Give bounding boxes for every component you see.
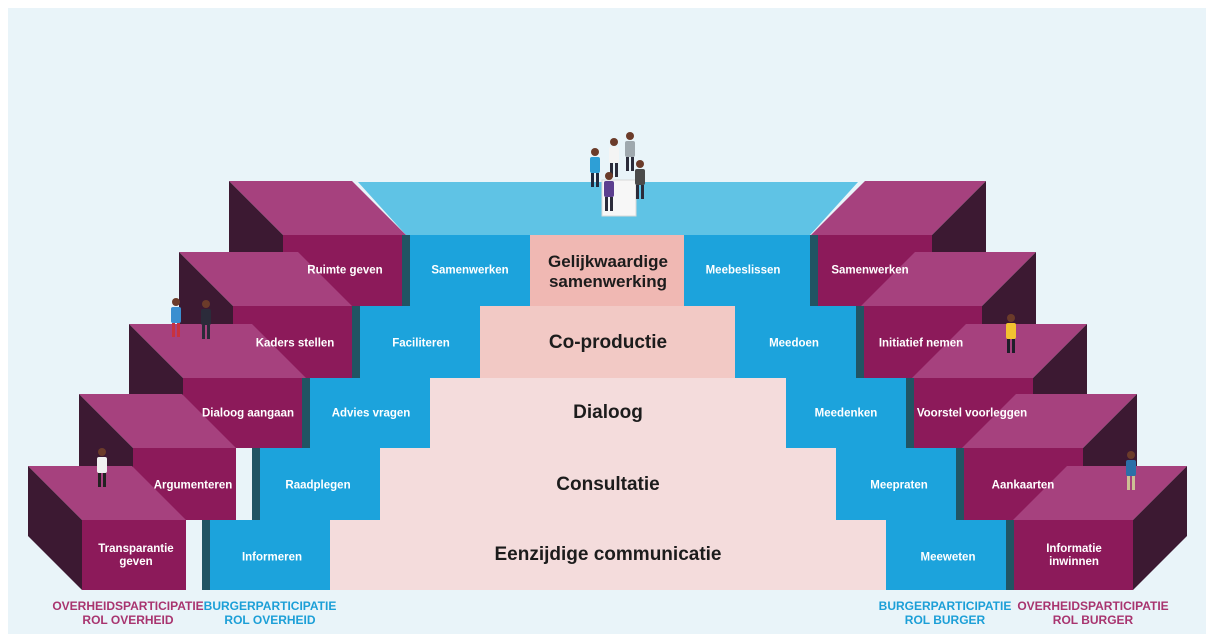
left-inner-label-samenwerken: Samenwerken: [431, 264, 509, 277]
pink-step-3: [480, 306, 735, 378]
left-blue-shadow-0: [202, 520, 210, 590]
right-outer-label-informatie-inwinnen: Informatie inwinnen: [1046, 543, 1102, 568]
left-block-top-1: [79, 394, 236, 448]
left-blue-front-1: [260, 448, 380, 520]
footer-right-blue-line-1: BURGERPARTICIPATIE: [878, 599, 1012, 613]
right-blue-front-0: [886, 520, 1006, 590]
left-outer-label-dialoog-aangaan: Dialoog aangaan: [201, 407, 295, 420]
right-blue-front-3: [735, 306, 856, 378]
right-inner-label-meedenken: Meedenken: [814, 407, 878, 420]
right-block-top-0: [1013, 466, 1187, 520]
right-inner-label-meebeslissen: Meebeslissen: [705, 264, 781, 277]
footer-right-overheidsparticipatie: OVERHEIDSPARTICIPATIE ROL BURGER: [1017, 599, 1168, 627]
left-block-side-0: [28, 466, 82, 590]
right-block-top-4: [811, 181, 986, 235]
step-label-dialoog: Dialoog: [573, 402, 643, 423]
footer-left-burgerparticipatie: BURGERPARTICIPATIE ROL OVERHEID: [204, 599, 337, 627]
left-block-front-0: [82, 520, 186, 590]
right-block-top-2: [912, 324, 1087, 378]
right-inner-label-meedoen: Meedoen: [769, 337, 819, 350]
right-blue-shadow-4: [810, 235, 818, 306]
left-inner-label-informeren: Informeren: [241, 551, 303, 564]
right-outer-label-voorstel-voorleggen: Voorstel voorleggen: [916, 407, 1028, 420]
right-inner-label-meepraten: Meepraten: [870, 479, 928, 492]
step-label-co-productie: Co-productie: [548, 332, 668, 353]
right-blue-shadow-2: [906, 378, 914, 448]
footer-right-blue-line-2: ROL BURGER: [904, 613, 986, 627]
footer-right-mag-line-1: OVERHEIDSPARTICIPATIE: [1017, 599, 1169, 613]
footer-left-blue-line-2: ROL OVERHEID: [224, 613, 316, 627]
left-blue-front-4: [410, 235, 530, 306]
left-inner-label-advies-vragen: Advies vragen: [331, 407, 411, 420]
person-figure-top-1: [590, 148, 600, 187]
footer-left-overheidsparticipatie: OVERHEIDSPARTICIPATIE ROL OVERHEID: [52, 599, 203, 627]
pink-step-4: [530, 235, 684, 306]
left-outer-label-kaders-stellen: Kaders stellen: [255, 337, 335, 350]
pink-step-0: [330, 520, 886, 590]
right-outer-label-aankaarten: Aankaarten: [991, 479, 1055, 492]
person-figure-top-4: [635, 160, 645, 199]
right-block-side-0: [1133, 466, 1187, 590]
person-figure-right-1: [1006, 314, 1016, 353]
left-blue-front-2: [310, 378, 430, 448]
person-figure-top-3: [625, 132, 635, 171]
step-label-eenzijdige-communicatie: Eenzijdige communicatie: [494, 544, 722, 565]
footer-left-mag-line-1: OVERHEIDSPARTICIPATIE: [52, 599, 204, 613]
footer-right-mag-line-2: ROL BURGER: [1052, 613, 1134, 627]
left-blue-shadow-1: [252, 448, 260, 520]
left-blue-shadow-4: [402, 235, 410, 306]
left-outer-label-ruimte-geven: Ruimte geven: [307, 264, 383, 277]
left-block-top-2: [129, 324, 306, 378]
left-block-top-0: [28, 466, 186, 520]
step-label-consultatie: Consultatie: [556, 474, 660, 495]
right-block-top-3: [861, 252, 1036, 306]
person-figure-top-5: [604, 172, 614, 211]
left-outer-label-transparantie-geven: Transparantie geven: [98, 543, 174, 568]
right-block-front-0: [1013, 520, 1133, 590]
right-blue-shadow-1: [956, 448, 964, 520]
step-label-gelijkwaardige-samenwerking: Gelijkwaardige samenwerking: [548, 252, 668, 291]
person-figure-top-2: [609, 138, 619, 177]
left-blue-front-3: [360, 306, 480, 378]
footer-left-blue-line-1: BURGERPARTICIPATIE: [203, 599, 337, 613]
right-block-top-1: [962, 394, 1137, 448]
right-blue-front-2: [786, 378, 906, 448]
right-blue-front-1: [836, 448, 956, 520]
footer-left-mag-line-2: ROL OVERHEID: [82, 613, 174, 627]
right-blue-shadow-0: [1006, 520, 1014, 590]
left-inner-label-raadplegen: Raadplegen: [285, 479, 351, 492]
right-outer-label-initiatief-nemen: Initiatief nemen: [878, 337, 964, 350]
pink-step-2: [430, 378, 786, 448]
footer-right-burgerparticipatie: BURGERPARTICIPATIE ROL BURGER: [879, 599, 1012, 627]
right-outer-label-samenwerken: Samenwerken: [831, 264, 909, 277]
left-block-top-3: [179, 252, 352, 306]
right-inner-label-meeweten: Meeweten: [920, 551, 976, 564]
person-figure-left-3: [97, 448, 107, 487]
right-blue-shadow-3: [856, 306, 864, 378]
person-figure-left-2: [201, 300, 211, 339]
left-outer-label-argumenteren: Argumenteren: [153, 479, 233, 492]
person-figure-left-1: [171, 298, 181, 337]
right-blue-front-4: [684, 235, 810, 306]
left-block-top-4: [229, 181, 406, 235]
person-figure-right-2: [1126, 451, 1136, 490]
pink-step-1: [380, 448, 836, 520]
left-blue-shadow-3: [352, 306, 360, 378]
left-blue-shadow-2: [302, 378, 310, 448]
left-inner-label-faciliteren: Faciliteren: [392, 337, 450, 350]
left-blue-front-0: [210, 520, 330, 590]
